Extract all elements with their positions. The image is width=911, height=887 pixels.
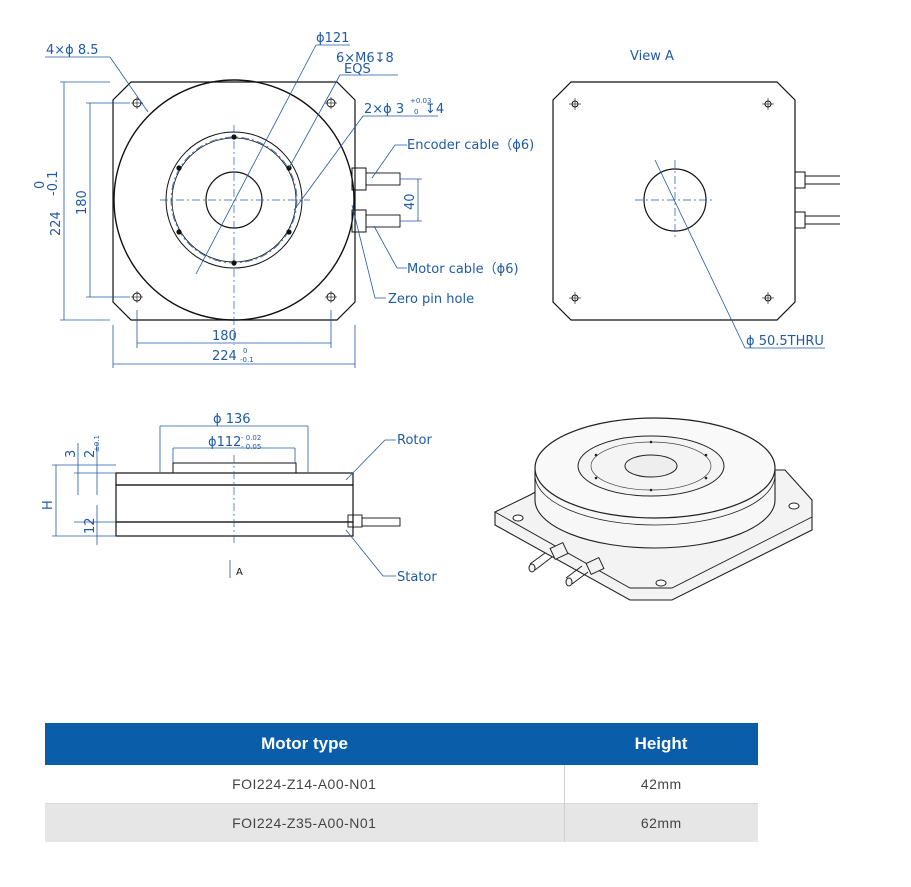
dim-3: 3: [64, 450, 79, 458]
rotor-top-flange: [172, 462, 297, 474]
view-a: View A ϕ 50.5THRU: [552, 49, 840, 349]
view-a-cables: [794, 171, 840, 229]
dim-224-vertical: 224: [49, 211, 64, 236]
dim-h: H: [41, 500, 56, 510]
zero-pin-label: Zero pin hole: [388, 292, 474, 307]
dim-180-vertical: 180: [75, 190, 90, 215]
iso-cables: [528, 541, 605, 587]
dim-12: 12: [83, 517, 98, 534]
dim-180-horizontal: 180: [212, 329, 237, 344]
top-view-dimension-lines: [45, 44, 438, 368]
motor-type-cell: FOI224-Z35-A00-N01: [45, 803, 565, 842]
dim-2: 2: [83, 450, 98, 458]
view-arrow-label: A: [236, 567, 243, 578]
height-cell: 42mm: [564, 765, 758, 804]
stator-base: [115, 521, 354, 537]
dim-thread: 6×M6↧8: [336, 51, 394, 66]
side-view: ϕ 136 ϕ112 - 0.02 - 0.05 3 2 ±0.1 H 12 R…: [41, 412, 437, 585]
stator-body: [115, 484, 354, 523]
motor-spec-table: Motor type Height FOI224-Z14-A00-N01 42m…: [45, 723, 758, 842]
rotor-label: Rotor: [397, 433, 432, 448]
dim-2-tol: ±0.1: [93, 435, 101, 452]
view-a-plate: [552, 81, 796, 321]
dim-224-horizontal-tol-lower: -0.1: [240, 356, 254, 364]
dim-holes: 4×ϕ 8.5: [46, 43, 99, 58]
motor-cable-label: Motor cable（ϕ6): [407, 262, 519, 277]
dim-136: ϕ 136: [213, 412, 251, 427]
dim-diameter-121: ϕ121: [316, 31, 349, 46]
dim-thru: ϕ 50.5THRU: [746, 334, 824, 349]
top-view-cables: [351, 167, 401, 233]
view-a-title: View A: [630, 49, 674, 64]
top-view: 4×ϕ 8.5 ϕ121 6×M6↧8 EQS 2×ϕ 3 +0.03 0 ↧4…: [33, 31, 534, 368]
dim-pin-tol-upper: +0.03: [410, 97, 431, 105]
view-a-corner-holes: [569, 98, 774, 304]
technical-drawing: 4×ϕ 8.5 ϕ121 6×M6↧8 EQS 2×ϕ 3 +0.03 0 ↧4…: [33, 31, 840, 601]
isometric-view: [494, 417, 813, 601]
rotor-body: [115, 472, 354, 486]
dim-112-tol-lower: - 0.05: [241, 443, 261, 451]
top-view-base-plate: [112, 81, 356, 321]
dim-224-vertical-tol2: -0.1: [46, 171, 61, 196]
dim-eqs: EQS: [344, 62, 371, 77]
dim-224-horizontal: 224: [212, 349, 237, 364]
encoder-cable-label: Encoder cable（ϕ6): [407, 138, 534, 153]
dim-224-vertical-tol: 0: [33, 181, 48, 189]
dim-40: 40: [403, 193, 418, 210]
dim-pin: 2×ϕ 3: [364, 102, 404, 117]
dim-pin-depth: ↧4: [425, 102, 444, 117]
table-row: FOI224-Z14-A00-N01 42mm: [45, 765, 758, 804]
dim-pin-tol-lower: 0: [414, 108, 418, 116]
height-cell: 62mm: [564, 803, 758, 842]
corner-holes: [131, 97, 337, 303]
thread-holes: [176, 134, 292, 266]
motor-type-cell: FOI224-Z14-A00-N01: [45, 765, 565, 804]
header-motor-type: Motor type: [45, 723, 565, 765]
header-height: Height: [564, 723, 758, 765]
table-row: FOI224-Z35-A00-N01 62mm: [45, 803, 758, 842]
dim-224-horizontal-tol-upper: 0: [243, 347, 247, 355]
dim-112: ϕ112: [208, 435, 241, 450]
dim-112-tol-upper: - 0.02: [241, 434, 261, 442]
table-header-row: Motor type Height: [45, 723, 758, 765]
stator-label: Stator: [397, 570, 437, 585]
